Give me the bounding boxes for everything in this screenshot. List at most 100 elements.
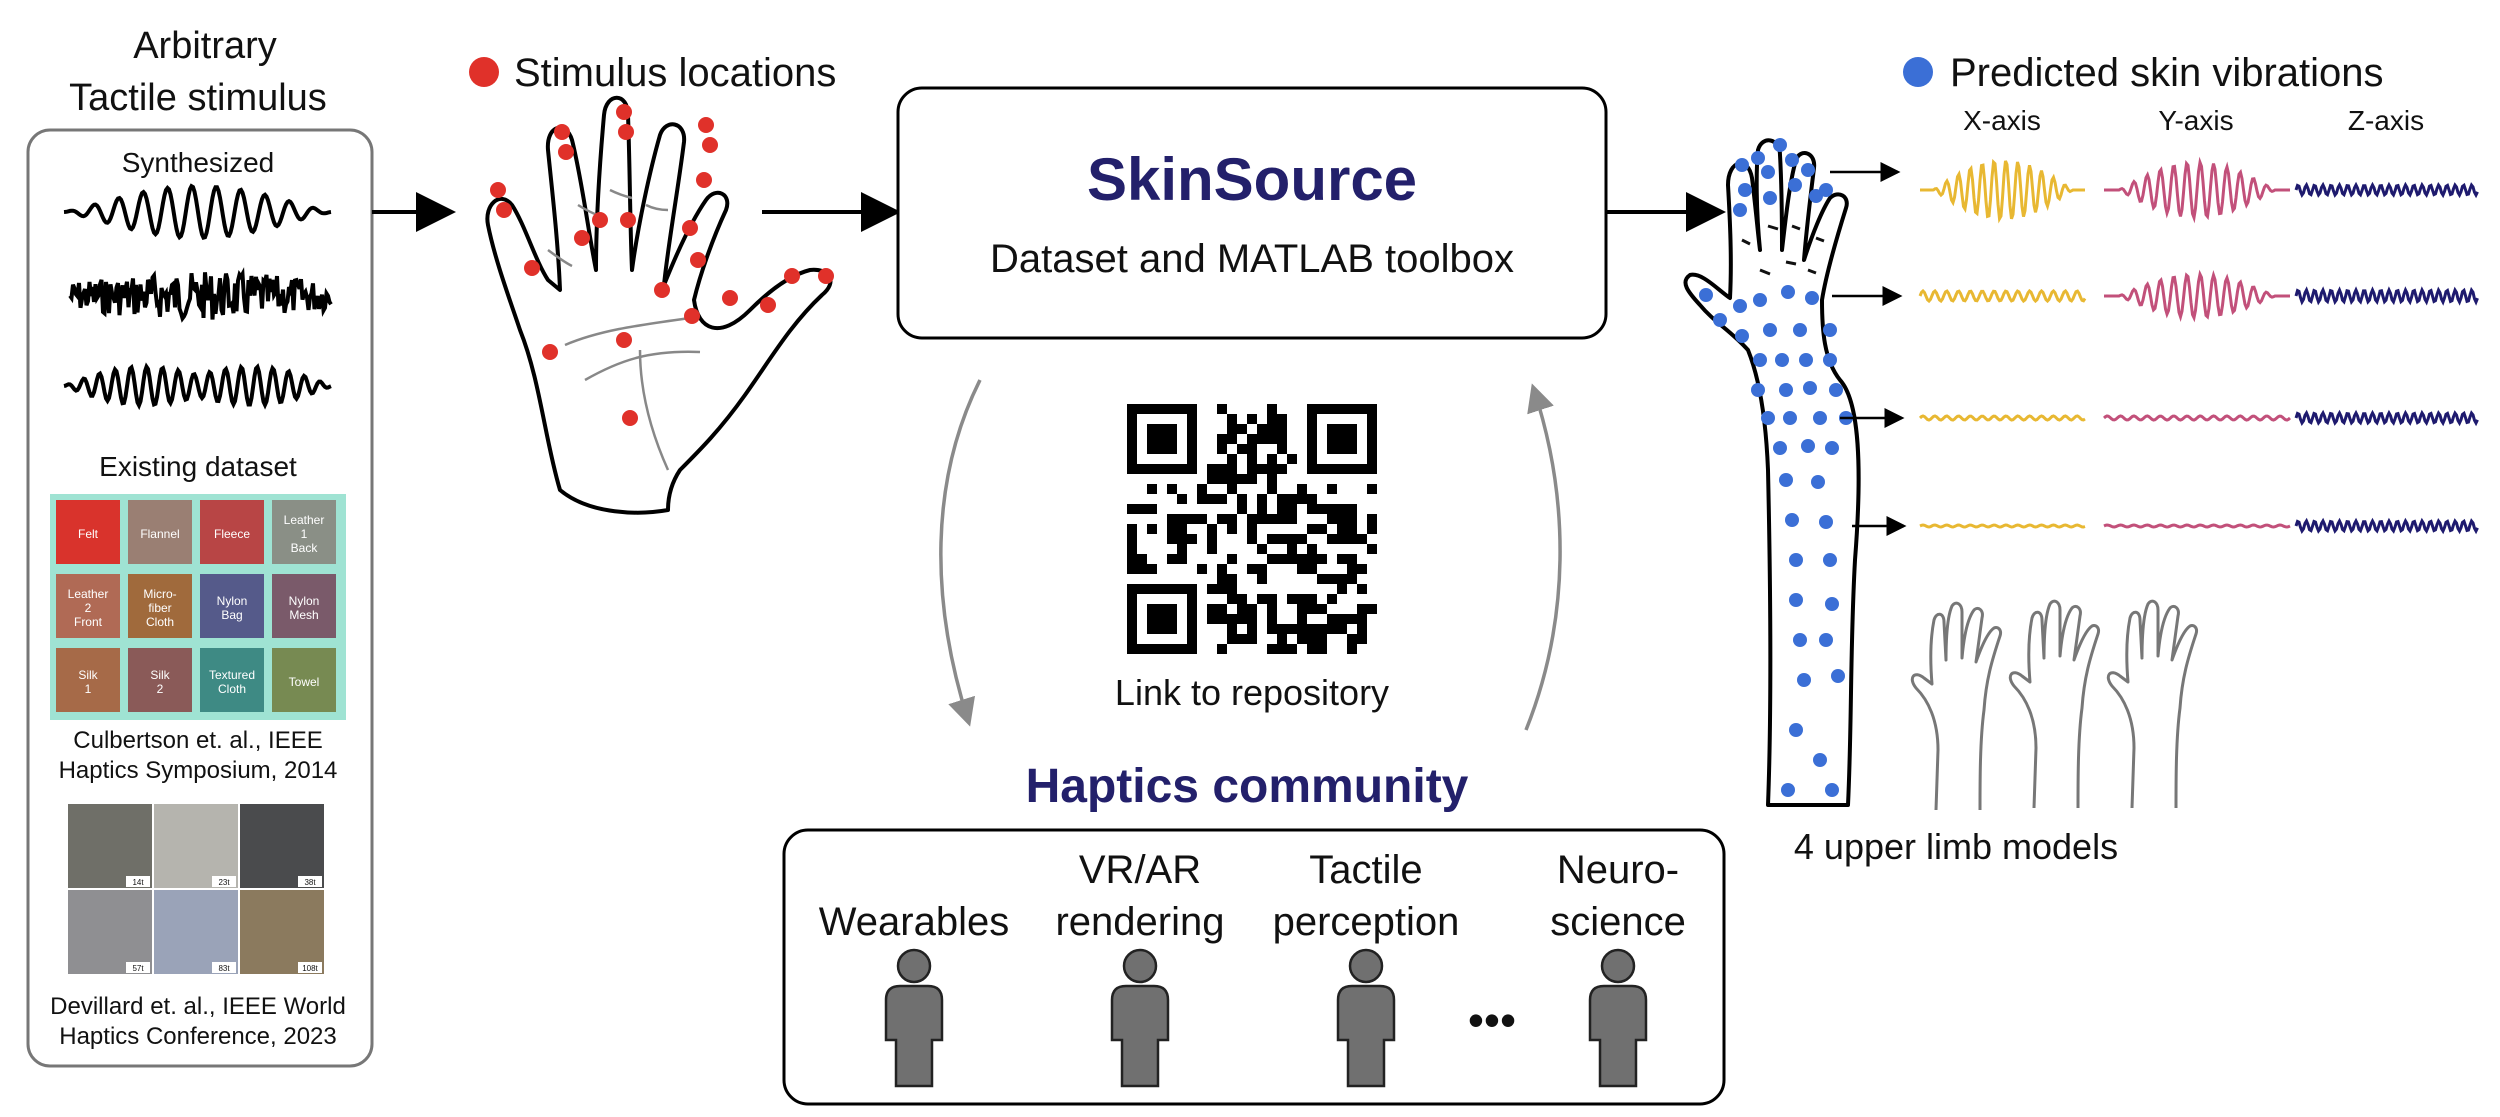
upper-limb-model-outline: [2008, 599, 2100, 809]
qr-module: [1217, 604, 1227, 614]
texture-swatch-fill: [200, 648, 264, 712]
qr-module: [1277, 634, 1287, 644]
texture-swatch-fill: [200, 500, 264, 564]
texture-label: Mesh: [289, 608, 318, 622]
qr-module: [1307, 544, 1317, 554]
qr-module: [1257, 504, 1267, 514]
qr-module: [1237, 494, 1247, 504]
x-axis-label: X-axis: [1963, 105, 2041, 136]
texture-label: Silk: [78, 668, 98, 682]
qr-module: [1177, 644, 1187, 654]
vibration-signal: [2294, 181, 2479, 199]
qr-module: [1177, 554, 1187, 564]
stimulus-locations-label: Stimulus locations: [514, 51, 836, 95]
texture-swatch: Fleece: [200, 500, 264, 564]
texture-label: Leather: [284, 513, 325, 527]
qr-module: [1297, 594, 1307, 604]
qr-module: [1187, 514, 1197, 524]
prediction-dot: [1831, 669, 1845, 683]
qr-module: [1177, 514, 1187, 524]
prediction-dot: [1811, 475, 1825, 489]
vibration-signal: [2104, 269, 2290, 323]
texture-label: Flannel: [140, 527, 179, 541]
qr-module: [1307, 604, 1317, 614]
prediction-dot: [1825, 597, 1839, 611]
qr-module: [1277, 414, 1287, 424]
texture-swatch-fill: [56, 648, 120, 712]
surface-photo-label: 14t: [132, 878, 144, 887]
qr-module: [1297, 534, 1307, 544]
qr-module: [1367, 514, 1377, 524]
surface-photo-fill: [154, 890, 238, 974]
stimulus-dot: [620, 212, 636, 228]
qr-module: [1227, 454, 1237, 464]
prediction-dot: [1819, 633, 1833, 647]
prediction-dot: [1823, 353, 1837, 367]
repository-qr-code[interactable]: [1119, 396, 1385, 662]
qr-module: [1147, 644, 1157, 654]
person-body: [884, 984, 944, 1088]
person-head: [1122, 948, 1158, 984]
upper-limb-model: [1910, 601, 2002, 811]
prediction-dot: [1733, 299, 1747, 313]
qr-module: [1257, 424, 1267, 434]
qr-module: [1147, 434, 1157, 444]
qr-module: [1337, 514, 1347, 524]
qr-module: [1127, 424, 1137, 434]
qr-module: [1237, 474, 1247, 484]
prediction-dot: [1793, 323, 1807, 337]
surface-photo: 23t: [154, 804, 238, 888]
qr-module: [1297, 494, 1307, 504]
qr-module: [1217, 644, 1227, 654]
qr-module: [1277, 624, 1287, 634]
qr-module: [1277, 494, 1287, 504]
qr-module: [1207, 464, 1217, 474]
qr-module: [1317, 644, 1327, 654]
qr-module: [1337, 504, 1347, 514]
qr-module: [1227, 524, 1237, 534]
texture-label: Textured: [209, 668, 255, 682]
qr-module: [1287, 454, 1297, 464]
citation-1-line2: Haptics Symposium, 2014: [59, 757, 338, 784]
prediction-dot: [1699, 288, 1713, 302]
surface-photo-fill: [240, 890, 324, 974]
qr-module: [1367, 424, 1377, 434]
qr-module: [1127, 644, 1137, 654]
stimulus-dot: [696, 172, 712, 188]
qr-module: [1327, 404, 1337, 414]
qr-module: [1317, 634, 1327, 644]
qr-module: [1367, 524, 1377, 534]
qr-module: [1327, 574, 1337, 584]
qr-module: [1247, 414, 1257, 424]
qr-module: [1157, 434, 1167, 444]
qr-module: [1227, 424, 1237, 434]
repository-link-label[interactable]: Link to repository: [1115, 672, 1389, 713]
person-body: [1588, 984, 1648, 1088]
texture-label: Nylon: [289, 594, 320, 608]
qr-module: [1227, 624, 1237, 634]
upper-limb-model-outline: [2106, 599, 2198, 809]
qr-module: [1307, 644, 1317, 654]
prediction-dot: [1801, 163, 1815, 177]
qr-module: [1347, 404, 1357, 414]
qr-module: [1227, 584, 1237, 594]
qr-module: [1247, 454, 1257, 464]
qr-module: [1357, 534, 1367, 544]
qr-module: [1257, 494, 1267, 504]
texture-label: Back: [291, 541, 319, 555]
citation-2-line1: Devillard et. al., IEEE World: [50, 993, 346, 1020]
qr-module: [1127, 464, 1137, 474]
qr-module: [1127, 504, 1137, 514]
surface-photo: 83t: [154, 890, 238, 974]
qr-module: [1147, 404, 1157, 414]
qr-module: [1127, 544, 1137, 554]
surface-photo-fill: [68, 804, 152, 888]
prediction-dot: [1733, 203, 1747, 217]
prediction-dot: [1753, 293, 1767, 307]
qr-module: [1327, 504, 1337, 514]
texture-label: Silk: [150, 668, 170, 682]
prediction-dot: [1779, 473, 1793, 487]
group-tactile-line2: perception: [1273, 900, 1460, 944]
qr-module: [1327, 464, 1337, 474]
